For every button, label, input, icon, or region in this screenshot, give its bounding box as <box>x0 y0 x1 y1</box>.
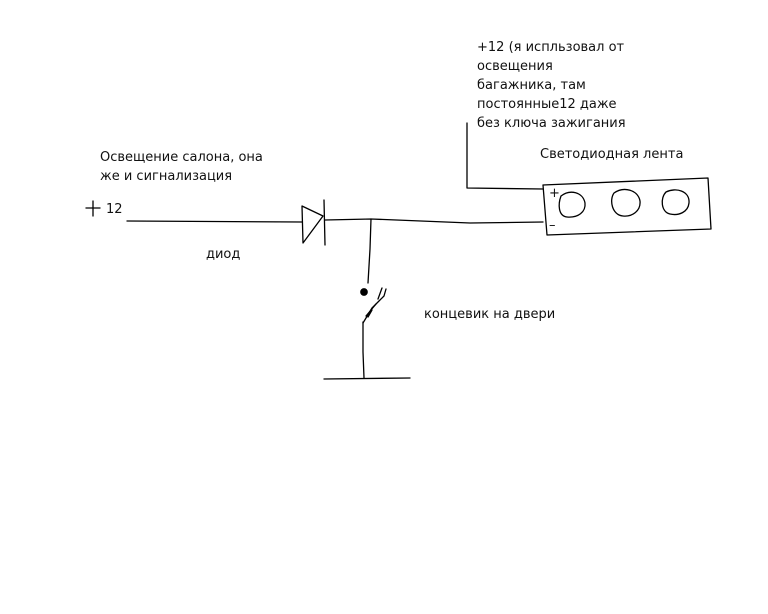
power-source-note-line: багажника, там <box>477 78 586 93</box>
voltage-label: 12 <box>106 202 123 217</box>
led-icon <box>611 188 641 217</box>
power-source-note-line: +12 (я испльзовал от <box>477 40 625 55</box>
diode-label: диод <box>206 247 241 262</box>
wire-input <box>126 220 303 223</box>
led-icon <box>661 189 690 216</box>
wire-junction-down <box>367 218 372 284</box>
cabin-light-label-line: же и сигнализация <box>100 169 233 184</box>
strip-minus-sign: – <box>549 218 556 233</box>
power-source-note-line: освещения <box>477 59 553 74</box>
wire-switch-to-ground <box>362 321 365 379</box>
wire-diode-to-strip <box>324 218 544 224</box>
power-source-note-line: постоянные12 даже <box>477 97 617 112</box>
plus-terminal-symbol <box>85 200 101 217</box>
cabin-light-label: Освещение салона, она же и сигнализация <box>100 148 280 186</box>
power-source-note: +12 (я испльзовал от освещения багажника… <box>477 38 647 133</box>
wire-trunk-power <box>466 122 544 190</box>
ground-line <box>323 377 411 380</box>
power-source-note-line: без ключа зажигания <box>477 116 626 131</box>
door-switch-symbol <box>360 287 387 324</box>
led-strip-label: Светодиодная лента <box>540 147 684 162</box>
strip-plus-sign: + <box>549 186 560 201</box>
led-strip-outline <box>542 177 712 236</box>
diode-symbol <box>301 199 326 246</box>
door-switch-label: концевик на двери <box>424 307 556 322</box>
cabin-light-label-line: Освещение салона, она <box>100 150 263 165</box>
led-icon <box>558 191 586 218</box>
